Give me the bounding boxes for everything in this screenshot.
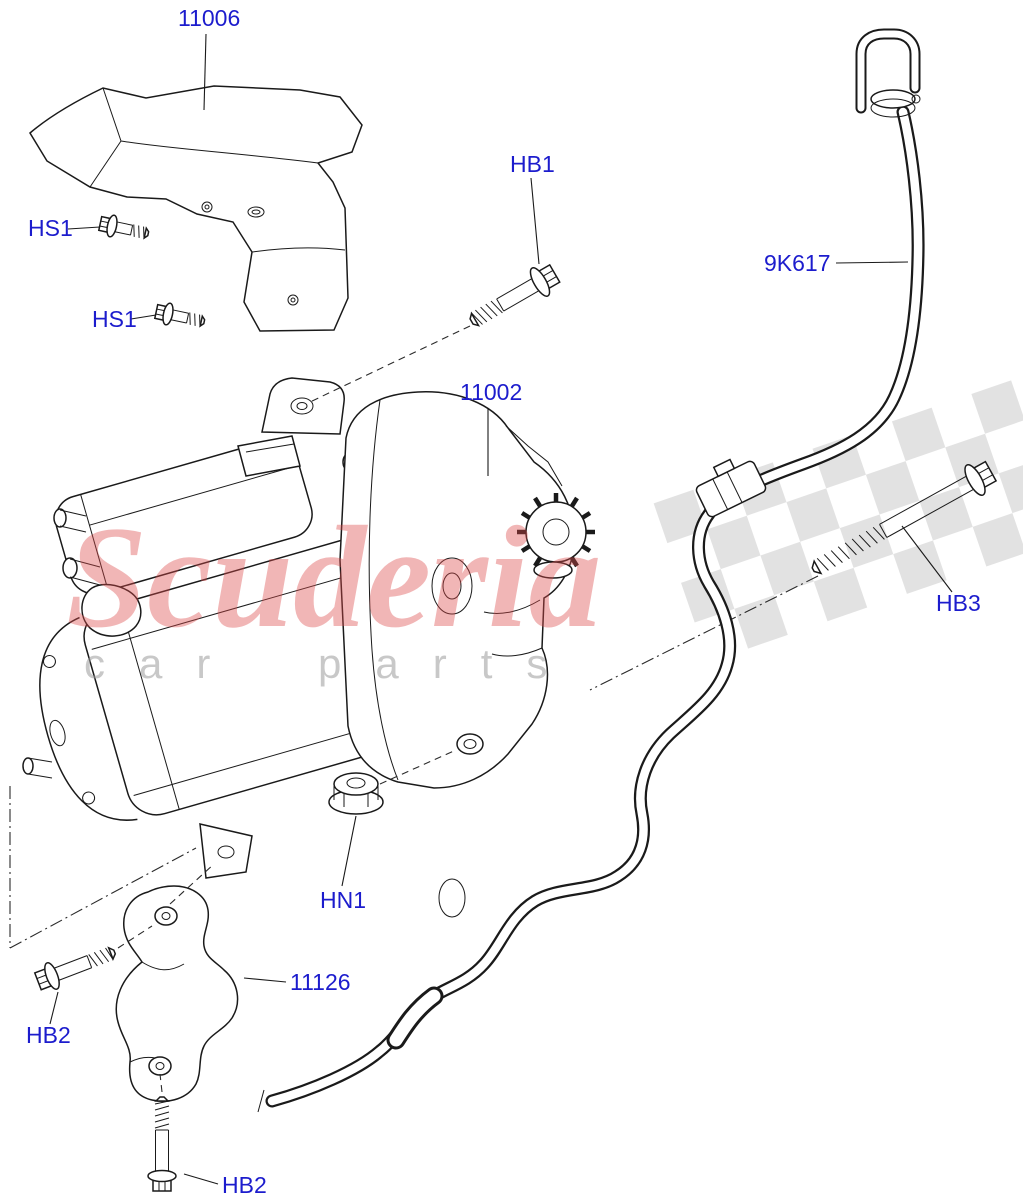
leader-lines [49,33,953,1185]
construction-lines-back [9,575,819,949]
screw-hs1-drawing-1 [97,214,150,240]
bolt-hb2-drawing-2 [147,1096,177,1192]
part-label-hn1[interactable]: HN1 [320,887,366,913]
construction-lines-front [117,325,471,1093]
part-label-11006[interactable]: 11006 [178,5,240,31]
part-label-9k617[interactable]: 9K617 [764,250,831,276]
watermark-tagline: car parts [84,640,581,687]
part-label-11002[interactable]: 11002 [460,379,522,405]
checkered-flag-watermark [653,380,1023,649]
part-label-hb2-1[interactable]: HB2 [26,1022,71,1048]
bolt-hb3-drawing [811,460,998,575]
starter-motor-drawing [22,377,595,879]
part-label-hb2-2[interactable]: HB2 [222,1172,267,1198]
bracket-11126-drawing [115,885,239,1102]
part-label-hs1-1[interactable]: HS1 [28,215,73,241]
part-label-hb3[interactable]: HB3 [936,590,981,616]
heat-shield-drawing [29,85,363,332]
screw-hs1-drawing-2 [153,302,206,328]
part-label-11126[interactable]: 11126 [290,969,351,995]
nut-hn1-drawing [328,772,384,815]
part-labels: 11006 HS1 HS1 HB1 9K617 11002 HB3 HN1 11… [26,5,981,1198]
bolt-hb1-drawing [469,263,561,327]
bolt-hb2-drawing-1 [33,946,117,991]
cable-9k617-drawing [257,28,925,1113]
part-label-hb1[interactable]: HB1 [510,151,555,177]
watermark-brand: Scuderia [66,496,601,658]
part-label-hs1-2[interactable]: HS1 [92,306,137,332]
